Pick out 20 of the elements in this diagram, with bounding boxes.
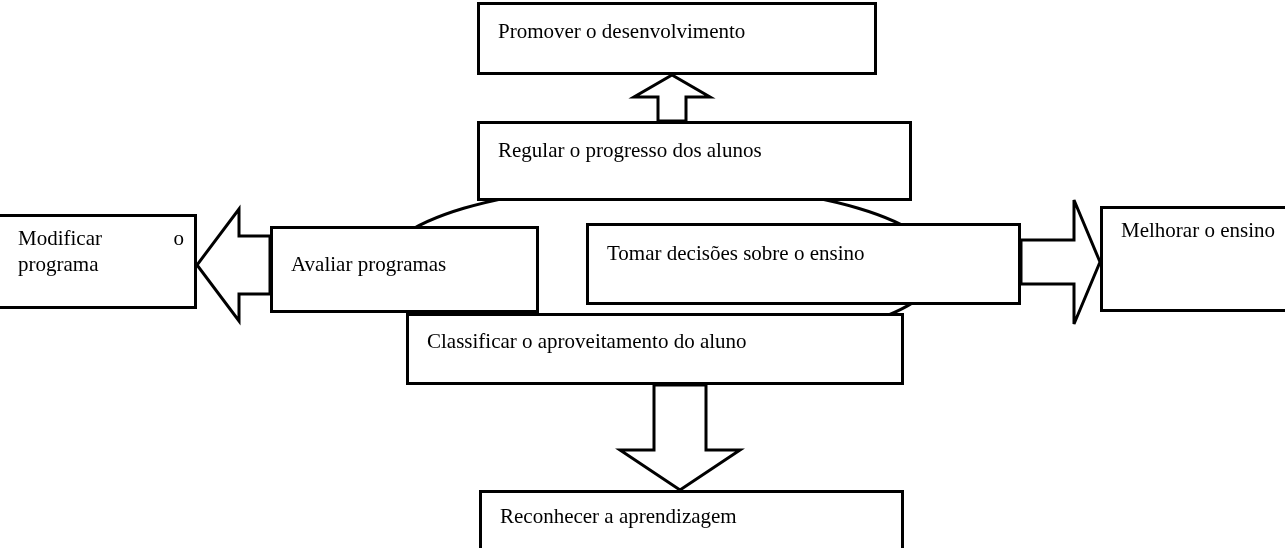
box-label: Reconhecer a aprendizagem	[500, 503, 738, 529]
text-box	[479, 490, 904, 548]
text-box	[1100, 206, 1285, 312]
box-label: Tomar decisões sobre o ensino	[607, 240, 866, 266]
text-box	[270, 226, 539, 313]
text-box	[586, 223, 1021, 305]
block-arrow	[615, 383, 745, 492]
block-arrow	[195, 204, 272, 326]
block-arrow	[1019, 198, 1102, 326]
box-label: Promover o desenvolvimento	[498, 18, 747, 44]
box-label: Regular o progresso dos alunos	[498, 137, 763, 163]
text-box	[477, 121, 912, 201]
box-label: Classificar o aproveitamento do aluno	[427, 328, 748, 354]
text-box	[406, 313, 904, 385]
box-label: Modificar o programa	[18, 225, 184, 277]
box-label: Melhorar o ensino	[1121, 217, 1276, 243]
box-label: Avaliar programas	[291, 251, 448, 277]
text-box	[0, 214, 197, 309]
text-box	[477, 2, 877, 75]
block-arrow	[628, 73, 716, 123]
